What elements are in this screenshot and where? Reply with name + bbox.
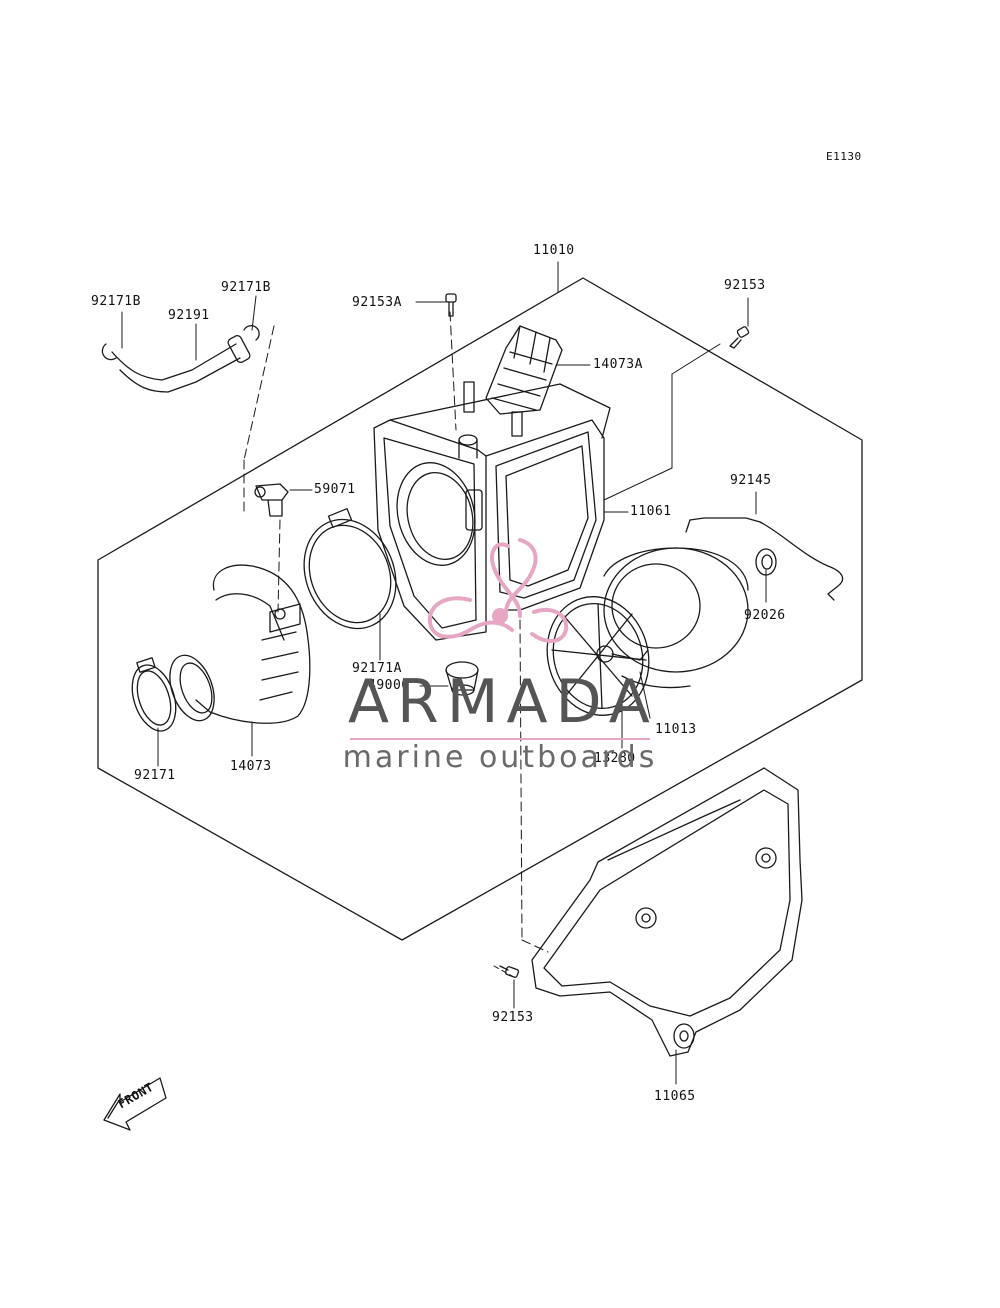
part-label-92171b[interactable]: 92171B (91, 294, 141, 309)
washer-92026 (755, 548, 777, 576)
spring-clip-92145 (685, 517, 844, 601)
air-cleaner-housing-11010 (373, 381, 611, 641)
part-label-11065[interactable]: 11065 (654, 1089, 696, 1104)
watermark-brand: ARMADA (348, 667, 658, 737)
part-label-92026[interactable]: 92026 (744, 608, 786, 623)
part-label-92153[interactable]: 92153 (724, 278, 766, 293)
watermark-logo-mark (427, 538, 569, 643)
inlet-duct-14073a (485, 325, 563, 415)
screw-92153-top (729, 326, 750, 349)
part-label-92171b[interactable]: 92171B (221, 280, 271, 295)
part-label-11061[interactable]: 11061 (630, 504, 672, 519)
leader-lines (121, 261, 767, 1085)
watermark-tagline: marine outboards (342, 740, 658, 775)
air-filter-11013 (603, 547, 749, 689)
part-label-92191[interactable]: 92191 (168, 308, 210, 323)
part-label-92153a[interactable]: 92153A (352, 295, 402, 310)
part-label-92145[interactable]: 92145 (730, 473, 772, 488)
part-label-11013[interactable]: 11013 (655, 722, 697, 737)
intake-duct-14073 (169, 564, 311, 724)
element-holder-13280 (546, 596, 650, 716)
part-label-92171a[interactable]: 92171A (352, 661, 402, 676)
front-arrow-icon (103, 1077, 167, 1131)
breather-hose-92191 (101, 325, 260, 393)
part-label-11010[interactable]: 11010 (533, 243, 575, 258)
part-label-92153[interactable]: 92153 (492, 1010, 534, 1025)
grommet-49006 (445, 661, 479, 696)
fitting-59071 (254, 483, 289, 517)
part-label-59071[interactable]: 59071 (314, 482, 356, 497)
screw-92153-bottom (499, 965, 520, 978)
part-label-14073[interactable]: 14073 (230, 759, 272, 774)
clamp-92171 (131, 657, 177, 732)
part-label-14073a[interactable]: 14073A (593, 357, 643, 372)
assembly-boundary (97, 277, 863, 941)
diagram-code: E1130 (826, 150, 862, 163)
part-label-13280[interactable]: 13280 (594, 751, 636, 766)
clamp-92171a (303, 508, 397, 630)
part-label-92171[interactable]: 92171 (134, 768, 176, 783)
side-cover-11065 (531, 767, 803, 1057)
screw-92153a (445, 293, 457, 317)
part-label-49006[interactable]: 49006 (368, 678, 410, 693)
watermark-divider (350, 738, 650, 740)
